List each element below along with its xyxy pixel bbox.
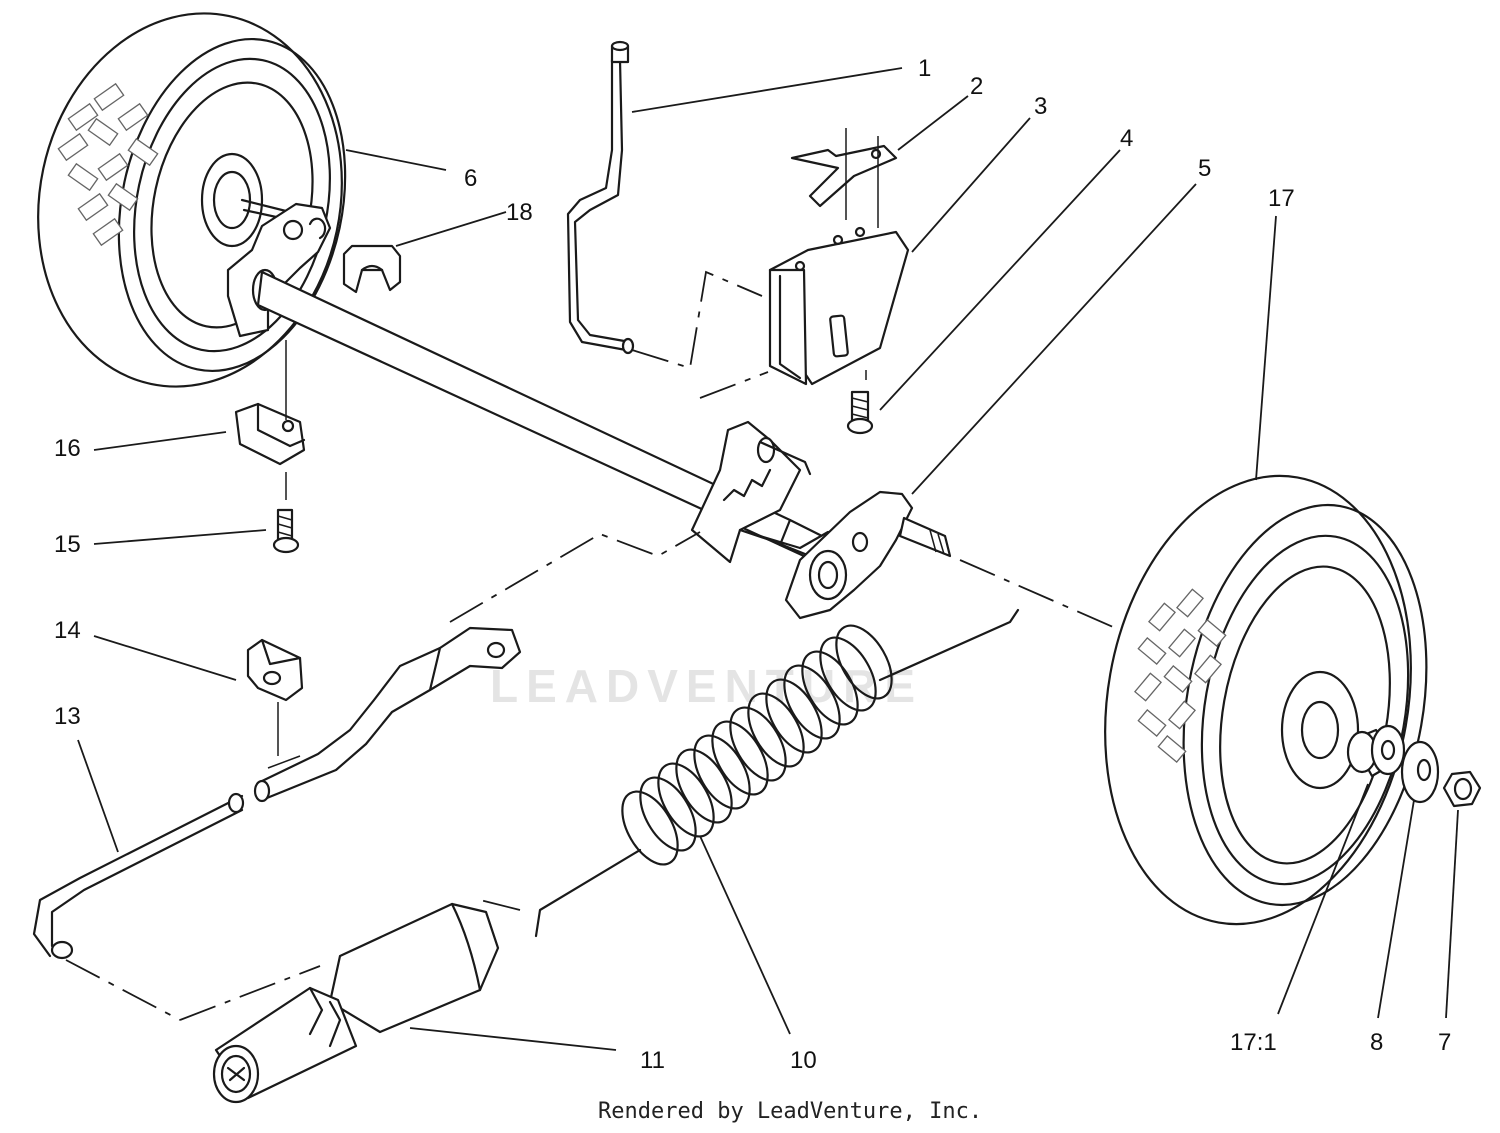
callout-14: 14 xyxy=(54,617,81,644)
callout-13: 13 xyxy=(54,703,81,730)
callout-11: 11 xyxy=(640,1047,665,1074)
right-tread-pattern xyxy=(1134,588,1227,763)
callout-10: 10 xyxy=(790,1047,817,1074)
callout-17-1: 17:1 xyxy=(1230,1029,1277,1056)
callout-labels: 1 2 3 4 5 6 7 8 10 11 13 14 15 16 17 17:… xyxy=(54,55,1451,1074)
wheel-spacer xyxy=(1346,724,1406,778)
spacer-block xyxy=(234,340,306,466)
callout-7: 7 xyxy=(1438,1029,1451,1056)
callout-5: 5 xyxy=(1198,155,1211,182)
assembly-center-lines xyxy=(65,270,1121,1021)
torsion-spring xyxy=(534,608,1020,938)
screw-4 xyxy=(846,390,874,435)
callout-18: 18 xyxy=(506,199,533,226)
callout-2: 2 xyxy=(970,73,983,100)
clip-14 xyxy=(246,638,304,756)
callout-6: 6 xyxy=(464,165,477,192)
hex-nut xyxy=(1442,770,1482,808)
callout-8: 8 xyxy=(1370,1029,1383,1056)
clip-18 xyxy=(342,244,402,294)
right-wheel xyxy=(1104,474,1428,926)
spring-clip xyxy=(790,128,898,228)
footer-credit: Rendered by LeadVenture, Inc. xyxy=(598,1099,982,1124)
callout-17: 17 xyxy=(1268,185,1295,212)
callout-4: 4 xyxy=(1120,125,1133,152)
callout-15: 15 xyxy=(54,531,81,558)
leader-lines xyxy=(77,67,1459,1051)
mounting-bracket xyxy=(768,226,910,386)
height-adjust-rod xyxy=(566,40,635,355)
ratchet-plate xyxy=(690,420,812,564)
spring-coils xyxy=(621,624,893,866)
handle-grip xyxy=(212,902,500,1104)
left-tread-pattern xyxy=(57,82,159,247)
washer xyxy=(1400,740,1440,804)
link-arm xyxy=(32,626,522,960)
callout-16: 16 xyxy=(54,435,81,462)
right-axle-bracket xyxy=(738,490,952,620)
callout-1: 1 xyxy=(918,55,931,82)
screw-15 xyxy=(272,472,300,554)
callout-3: 3 xyxy=(1034,93,1047,120)
